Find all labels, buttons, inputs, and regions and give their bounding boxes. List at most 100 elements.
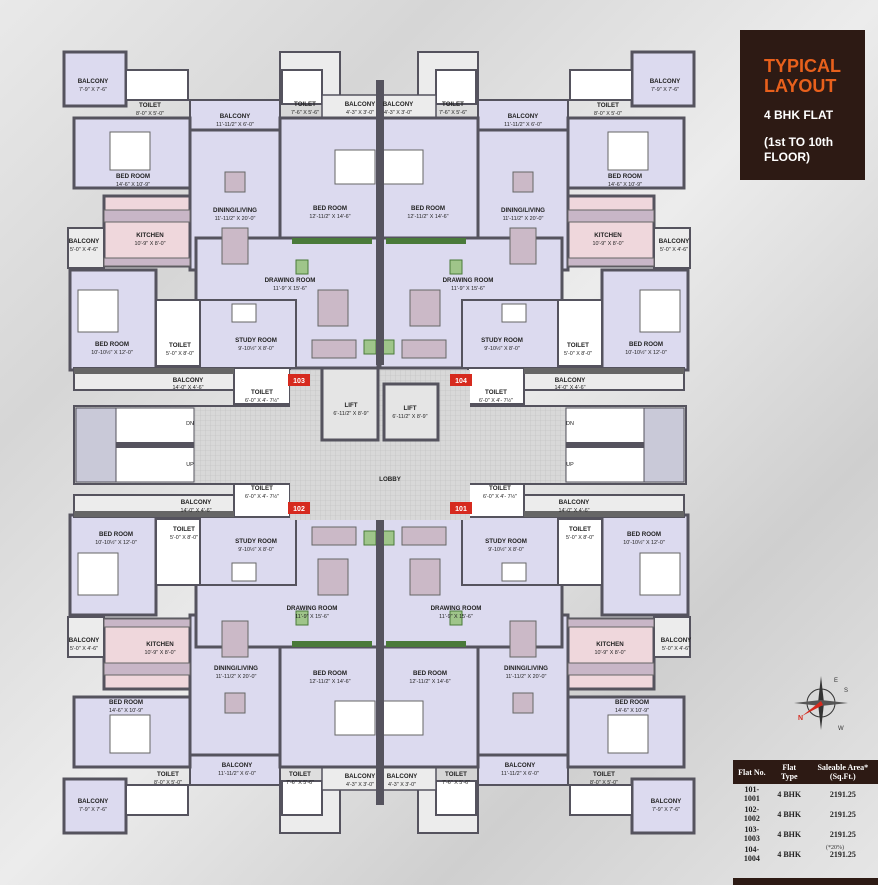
toilet-label: TOILET — [289, 771, 311, 778]
balcony-dim: 14'-0" X 4'-6" — [558, 508, 589, 514]
bedroom-label: BED ROOM — [313, 670, 347, 677]
area-cell: 2191.25 — [829, 789, 856, 799]
area-cell: 2191.25 — [829, 809, 856, 819]
dining-dim: 11'-11/2" X 20'-0" — [215, 216, 256, 222]
bedroom-label: BED ROOM — [95, 341, 129, 348]
toilet-label: TOILET — [569, 526, 591, 533]
bedroom-dim: 14'-6" X 10'-9" — [109, 708, 143, 714]
balcony-dim: 7'-9" X 7'-6" — [652, 807, 680, 813]
bedroom-dim: 10'-10½" X 12'-0" — [623, 539, 665, 546]
drawing-dim: 11'-9" X 15'-6" — [439, 614, 473, 620]
study-label: STUDY ROOM — [485, 538, 527, 545]
balcony-label: BALCONY — [651, 798, 682, 805]
toilet-dim: 5'-0" X 8'-0" — [166, 351, 194, 357]
flat-type-cell: 4 BHK — [777, 789, 802, 799]
toilet-dim: 8'-0" X 5'-0" — [590, 780, 618, 786]
toilet-label: TOILET — [139, 102, 161, 109]
balcony-dim: 5'-0" X 4'-6" — [70, 247, 98, 253]
kitchen-label: KITCHEN — [594, 232, 622, 239]
bedroom-dim: 12'-11/2" X 14'-6" — [407, 214, 448, 220]
study-label: STUDY ROOM — [481, 337, 523, 344]
balcony-dim: 5'-0" X 4'-6" — [662, 646, 690, 652]
bedroom-dim: 12'-11/2" X 14'-6" — [309, 679, 350, 685]
balcony-dim: 5'-0" X 4'-6" — [660, 247, 688, 253]
kitchen-dim: 10'-9" X 8'-0" — [594, 650, 625, 656]
kitchen-dim: 10'-9" X 8'-0" — [592, 241, 623, 247]
bedroom-label: BED ROOM — [99, 531, 133, 538]
kitchen-dim: 10'-9" X 8'-0" — [144, 650, 175, 656]
bedroom-label: BED ROOM — [413, 670, 447, 677]
compass-n: N — [798, 715, 803, 722]
balcony-label: BALCONY — [345, 101, 376, 108]
balcony-label: BALCONY — [555, 377, 586, 384]
dining-label: DINING/LIVING — [504, 665, 548, 672]
stair-up-left: UP — [186, 462, 194, 468]
flat-no-cell: 102-1002 — [743, 805, 760, 823]
subtitle-line-2: (1st TO 10th — [764, 135, 834, 149]
footer-bar — [733, 878, 878, 885]
header-flat-type: Flat Type — [770, 760, 808, 784]
bedroom-dim: 14'-6" X 10'-9" — [615, 708, 649, 714]
balcony-label: BALCONY — [69, 637, 100, 644]
study-label: STUDY ROOM — [235, 337, 277, 344]
toilet-label: TOILET — [251, 389, 273, 396]
flat-type-cell: 4 BHK — [777, 809, 802, 819]
table-row: 103-1003 4 BHK 2191.25 — [733, 824, 878, 844]
balcony-label: BALCONY — [78, 78, 109, 85]
flat-104-labels: BALCONY 7'-9" X 7'-6" TOILET 8'-0" X 5'-… — [383, 78, 690, 404]
bedroom-dim: 14'-6" X 10'-9" — [116, 182, 150, 188]
subtitle-line-1: 4 BHK FLAT — [764, 108, 834, 122]
dining-label: DINING/LIVING — [214, 665, 258, 672]
kitchen-label: KITCHEN — [146, 641, 174, 648]
compass-s: S — [844, 688, 848, 694]
flat-tag-102: 102 — [293, 506, 305, 513]
drawing-label: DRAWING ROOM — [431, 605, 482, 612]
balcony-dim: 11'-11/2" X 6'-0" — [218, 771, 256, 777]
toilet-label: TOILET — [251, 485, 273, 492]
balcony-label: BALCONY — [650, 78, 681, 85]
bedroom-dim: 12'-11/2" X 14'-6" — [409, 679, 450, 685]
flat-type-cell: 4 BHK — [777, 829, 802, 839]
bedroom-dim: 10'-10½" X 12'-0" — [625, 349, 667, 356]
balcony-dim: 4'-3" X 3'-0" — [346, 782, 374, 788]
header-saleable-area: Saleable Area* (Sq.Ft.) — [807, 760, 878, 784]
table-row: 104-1004 4 BHK 2191.25 — [733, 844, 878, 864]
compass-e: E — [834, 678, 838, 684]
lift1-label: LIFT — [344, 402, 357, 409]
balcony-dim: 7'-9" X 7'-6" — [79, 87, 107, 93]
dining-label: DINING/LIVING — [501, 207, 545, 214]
floor-plan: 103 104 102 101 LIFT 6'-11/2" X 8'-9" LI… — [62, 50, 696, 835]
balcony-dim: 11'-11/2" X 6'-0" — [504, 122, 542, 128]
kitchen-label: KITCHEN — [596, 641, 624, 648]
flat-tag-101: 101 — [455, 506, 467, 513]
toilet-dim: 7'-6" X 5'-6" — [442, 780, 470, 786]
toilet-dim: 8'-0" X 5'-0" — [594, 111, 622, 117]
toilet-label: TOILET — [485, 389, 507, 396]
balcony-dim: 4'-3" X 3'-0" — [384, 110, 412, 116]
study-dim: 9'-10½" X 8'-0" — [238, 546, 274, 553]
lobby-label: LOBBY — [379, 476, 402, 483]
dining-label: DINING/LIVING — [213, 207, 257, 214]
title-line-2: LAYOUT — [764, 76, 837, 96]
toilet-dim: 7'-6" X 5'-6" — [439, 110, 467, 116]
toilet-label: TOILET — [597, 102, 619, 109]
balcony-label: BALCONY — [173, 377, 204, 384]
balcony-dim: 11'-11/2" X 6'-0" — [216, 122, 254, 128]
balcony-dim: 7'-9" X 7'-6" — [79, 807, 107, 813]
bedroom-label: BED ROOM — [116, 173, 150, 180]
toilet-dim: 8'-0" X 5'-0" — [154, 780, 182, 786]
study-label: STUDY ROOM — [235, 538, 277, 545]
flat-type-cell: 4 BHK — [777, 849, 802, 859]
area-cell: 2191.25 — [829, 829, 856, 839]
study-dim: 9'-10½" X 8'-0" — [484, 345, 520, 352]
title-panel: TYPICAL LAYOUT 4 BHK FLAT (1st TO 10th F… — [740, 30, 865, 180]
balcony-label: BALCONY — [181, 499, 212, 506]
balcony-dim: 5'-0" X 4'-6" — [70, 646, 98, 652]
compass-w: W — [838, 726, 844, 732]
toilet-dim: 7'-6" X 5'-6" — [291, 110, 319, 116]
toilet-label: TOILET — [173, 526, 195, 533]
dining-dim: 11'-11/2" X 20'-0" — [503, 216, 544, 222]
balcony-label: BALCONY — [69, 238, 100, 245]
toilet-dim: 6'-0" X 4'- 7½" — [245, 397, 279, 404]
balcony-dim: 14'-0" X 4'-6" — [554, 385, 585, 391]
